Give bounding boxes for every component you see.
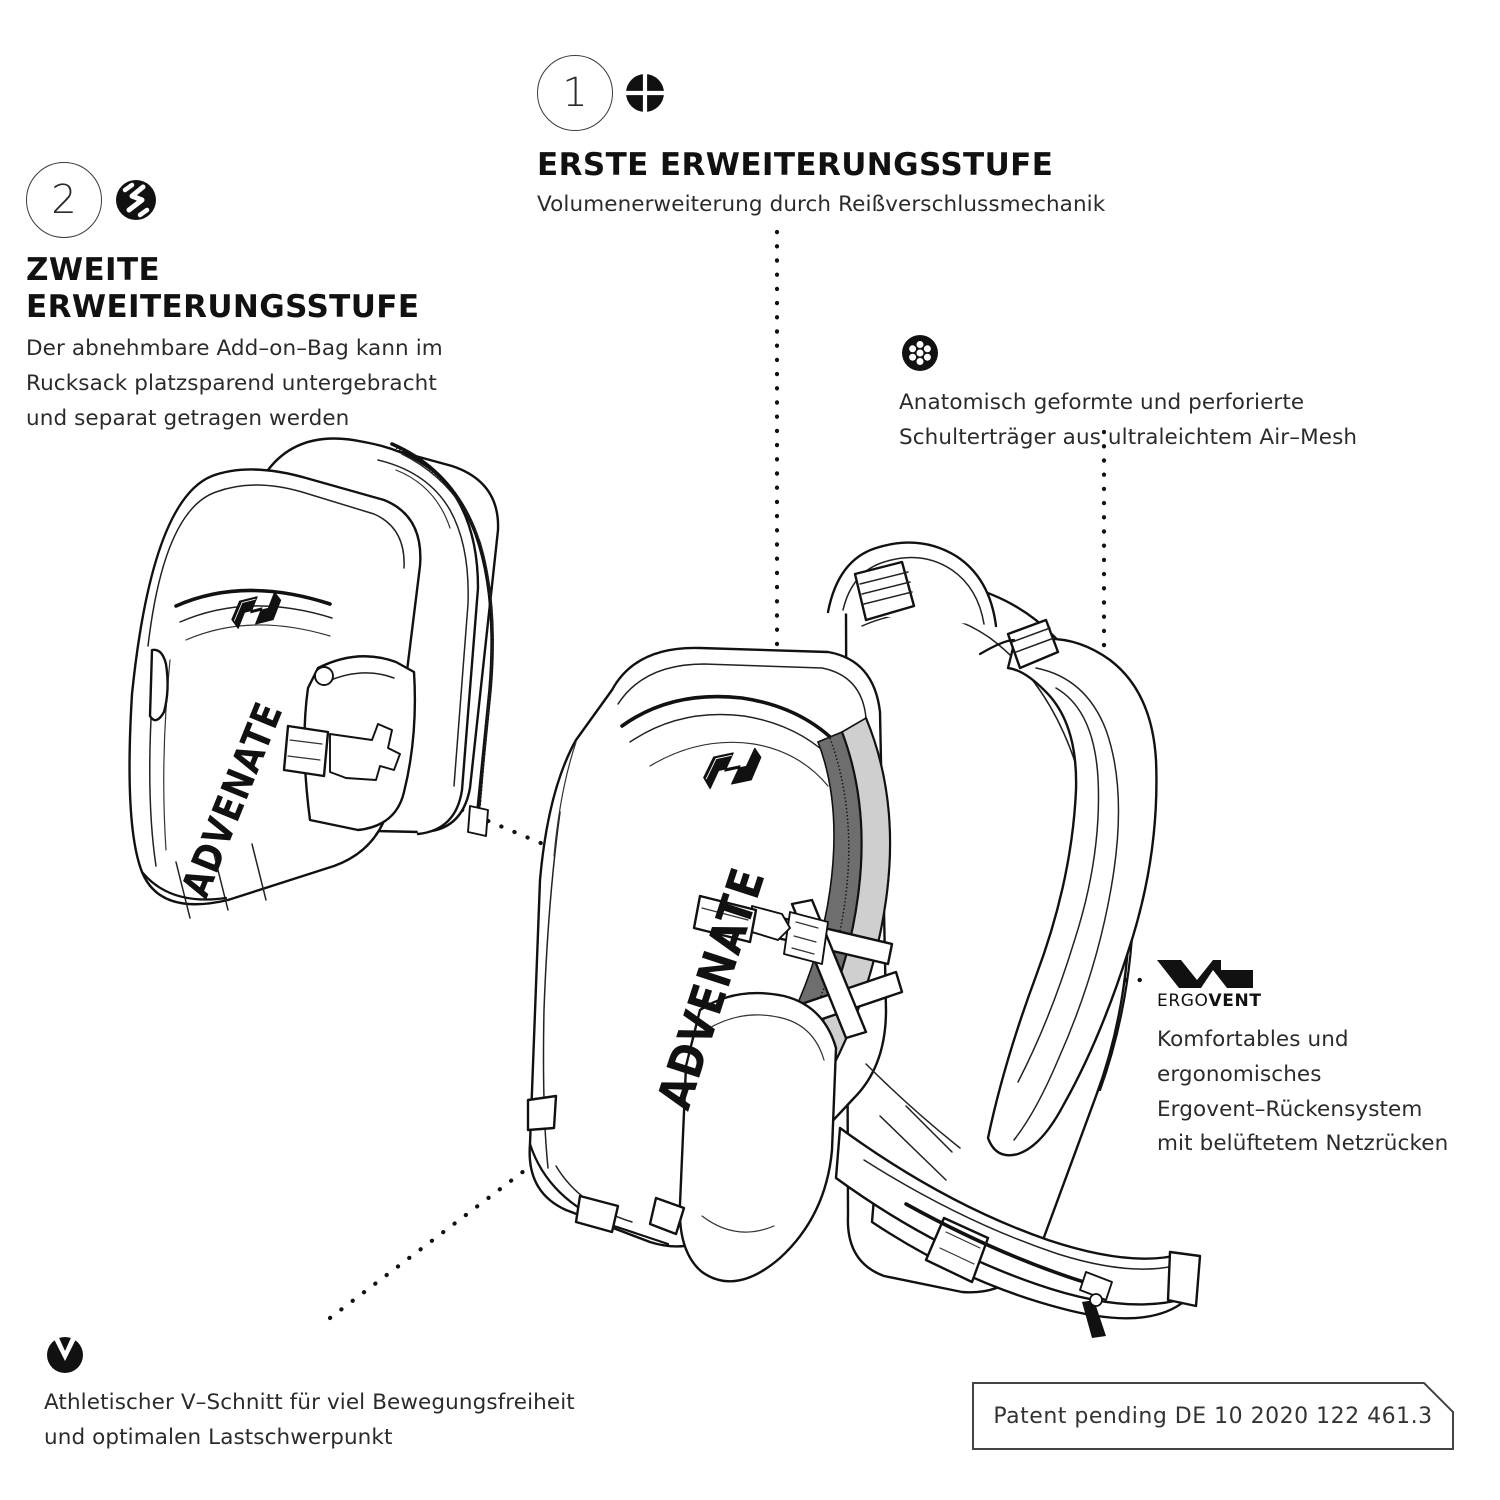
stage-one-title: ERSTE ERWEITERUNGSSTUFE [537, 147, 1054, 183]
stage-one-badge-row: 1 [537, 55, 1157, 131]
brand-monogram-main [703, 747, 762, 790]
patent-text: Patent pending DE 10 2020 122 461.3 [993, 1403, 1433, 1429]
shoulder-strap-right [978, 618, 1158, 1157]
ergovent-logo-icon [1157, 960, 1253, 988]
perforation-dots-icon [902, 335, 938, 371]
stage-two-title: ZWEITE ERWEITERUNGSSTUFE [26, 252, 420, 325]
detachable-zip-icon [116, 180, 156, 220]
shoulder-straps-body: Anatomisch geformte und perforierte Schu… [899, 390, 1358, 450]
annotation-shoulder-straps: Anatomisch geformte und perforierte Schu… [899, 332, 1369, 456]
stage-one-subtitle: Volumenerweiterung durch Reißverschlussm… [537, 191, 1106, 217]
patent-badge-frame [972, 1382, 1454, 1450]
ergovent-wordmark: ERGOVENT [1157, 993, 1487, 1010]
expansion-crosshair-icon [624, 72, 666, 114]
v-cut-icon [47, 1335, 83, 1373]
main-backpack: ADVENATE [526, 541, 1202, 1338]
addon-bag: ADVENATE [128, 437, 500, 919]
compression-straps [692, 894, 904, 1040]
brand-monogram-addon [231, 591, 282, 629]
ergovent-wordmark-light: ERGO [1157, 991, 1209, 1011]
stage-one-number: 1 [537, 55, 613, 131]
addon-rear-zipper [390, 442, 494, 837]
front-pocket [678, 991, 838, 1283]
annotation-stage-one: 1 ERSTE ERWEITERUNGSSTUFE Volumenerweite… [537, 55, 1157, 221]
stage-two-number: 2 [26, 162, 102, 238]
annotation-v-cut: Athletischer V–Schnitt für viel Bewegung… [44, 1334, 584, 1456]
ergovent-wordmark-bold: VENT [1208, 991, 1262, 1011]
grab-handle [826, 541, 998, 628]
addon-attachment-buckle [282, 655, 417, 832]
stage-two-badge-row: 2 [26, 162, 496, 238]
hip-belt [834, 1126, 1202, 1338]
ergovent-body: Komfortables und ergonomisches Ergovent–… [1157, 1027, 1449, 1157]
annotation-stage-two: 2 ZWEITE ERWEITERUNGSSTUFE Der abnehmbar… [26, 162, 496, 437]
annotation-ergovent: ERGOVENT Komfortables und ergonomisches … [1157, 958, 1487, 1162]
v-cut-body: Athletischer V–Schnitt für viel Bewegung… [44, 1390, 575, 1450]
stage-two-body: Der abnehmbare Add–on–Bag kann im Rucksa… [26, 336, 443, 431]
patent-badge: Patent pending DE 10 2020 122 461.3 [972, 1382, 1454, 1450]
